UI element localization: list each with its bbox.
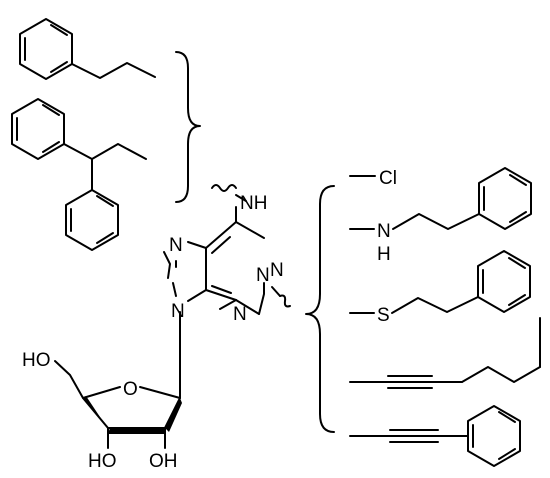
c2-phenethylthio: S — [349, 250, 531, 326]
oh-right-label: OH — [149, 451, 178, 472]
adenosine-core — [54, 184, 291, 449]
n6-brace — [175, 51, 201, 203]
c2-hexynyl — [349, 317, 541, 389]
cl-label: Cl — [379, 168, 397, 189]
c2-wavy-bond — [279, 294, 291, 308]
ring-n-label: N — [233, 304, 247, 325]
amine-h-label: H — [377, 244, 391, 265]
ring-n-label: N — [171, 301, 185, 322]
ring-o-label: O — [123, 379, 138, 400]
ho-chain-label: HO — [22, 350, 51, 371]
n6-diphenylpropyl — [11, 98, 147, 251]
c2-chloro: Cl — [349, 168, 397, 189]
c2-phenylethynyl — [349, 405, 521, 467]
n6-wavy-bond — [211, 184, 237, 192]
ring-n-label: N — [270, 260, 284, 281]
ring-n-label: N — [256, 265, 270, 286]
thio-s-label: S — [377, 305, 390, 326]
ring-n-label: N — [169, 235, 183, 256]
c2-brace — [305, 185, 335, 433]
n6-propylbenzene — [19, 18, 156, 80]
ho-left-label: HO — [88, 451, 117, 472]
c2-phenethylamine: N H — [349, 167, 532, 265]
amine-n-label: N — [377, 221, 391, 242]
nh-label: NH — [240, 193, 267, 214]
